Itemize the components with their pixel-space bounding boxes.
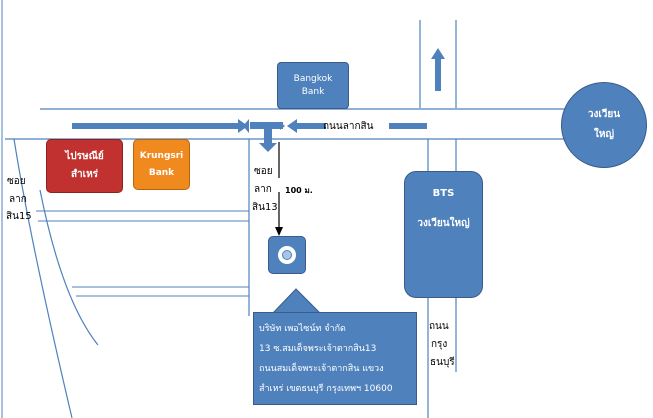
left-soi-label-1: ซอย [7, 176, 26, 187]
right-road-label-3: ธนบุรี [430, 357, 455, 368]
distance-label: 100 ม. [285, 186, 313, 195]
arrow-icon [389, 123, 427, 129]
roundabout-line-1: วงเวียน [587, 109, 621, 120]
bts-line-2: วงเวียนใหญ่ [417, 218, 470, 229]
bts-line-1: BTS [432, 188, 455, 199]
krungsri-bank-box: Krungsri Bank [133, 139, 190, 190]
bts-station-box: BTS วงเวียนใหญ่ [404, 171, 483, 298]
company-line-1: บริษัท เพอไซน์ท จำกัด [259, 324, 346, 334]
roundabout-circle: วงเวียน ใหญ่ [561, 82, 647, 168]
krungsri-line-1: Krungsri [139, 150, 184, 161]
center-soi-label-1: ซอย [254, 166, 273, 177]
bangkok-bank-box: Bangkok Bank [277, 62, 349, 109]
company-line-2: 13 ซ.สมเด็จพระเจ้าตากสิน13 [259, 344, 377, 354]
center-soi-label-3: สิน13 [252, 202, 278, 213]
post-office-line-1: ไปรษณีย์ [65, 151, 104, 162]
post-office-line-2: สำเหร่ [70, 169, 99, 180]
arrow-icon [72, 119, 248, 133]
left-soi-label-3: สิน15 [6, 211, 32, 222]
center-soi-label-2: ลาก [254, 184, 272, 195]
bangkok-bank-line-1: Bangkok [293, 73, 333, 84]
bangkok-bank-line-2: Bank [301, 86, 325, 97]
arrow-icon [431, 48, 445, 91]
callout-pointer [271, 288, 322, 314]
left-soi-outer-curve [39, 189, 99, 346]
right-road-label-1: ถนน [429, 321, 449, 332]
left-soi-inner-curve [13, 138, 73, 418]
right-road-label-2: กรุง [431, 339, 448, 350]
left-soi-label-2: ลาก [9, 194, 27, 205]
junction-arrows-icon [243, 119, 285, 152]
main-road-label: ถนนลากสิน [323, 121, 374, 132]
krungsri-line-2: Bank [148, 167, 175, 178]
arrow-icon [275, 142, 283, 236]
post-office-box: ไปรษณีย์ สำเหร่ [46, 139, 123, 193]
roundabout-line-2: ใหญ่ [594, 129, 614, 140]
company-address-box: บริษัท เพอไซน์ท จำกัด 13 ซ.สมเด็จพระเจ้า… [253, 312, 417, 405]
target-marker-icon [268, 236, 306, 274]
company-line-3: ถนนสมเด็จพระเจ้าตากสิน แขวง [259, 364, 384, 374]
arrow-icon [287, 119, 326, 133]
company-line-4: สำเหร่ เขตธนบุรี กรุงเทพฯ 10600 [259, 384, 393, 394]
